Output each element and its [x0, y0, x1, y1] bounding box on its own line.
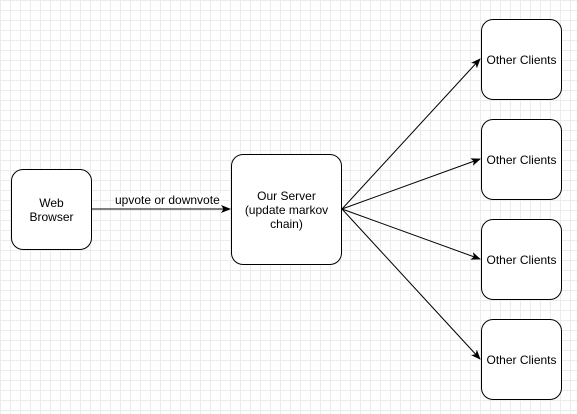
web-browser-node[interactable]: Web Browser [11, 169, 92, 250]
server-label: Our Server (update markov chain) [244, 188, 329, 231]
client-node-2[interactable]: Other Clients [481, 119, 562, 200]
client-node-1[interactable]: Other Clients [481, 19, 562, 100]
web-browser-label: Web Browser [29, 195, 74, 224]
client-label-2: Other Clients [486, 152, 557, 167]
arrow-server-to-client-4[interactable] [341, 208, 481, 360]
arrow-server-to-client-1[interactable] [341, 58, 481, 210]
client-node-3[interactable]: Other Clients [481, 219, 562, 300]
client-label-3: Other Clients [486, 252, 557, 267]
client-label-4: Other Clients [486, 352, 557, 367]
arrow-server-to-client-3[interactable] [341, 208, 481, 260]
client-node-4[interactable]: Other Clients [481, 319, 562, 400]
server-node[interactable]: Our Server (update markov chain) [231, 154, 342, 265]
arrow-server-to-client-2[interactable] [341, 158, 481, 210]
client-label-1: Other Clients [486, 52, 557, 67]
upvote-downvote-label: upvote or downvote [114, 193, 221, 207]
